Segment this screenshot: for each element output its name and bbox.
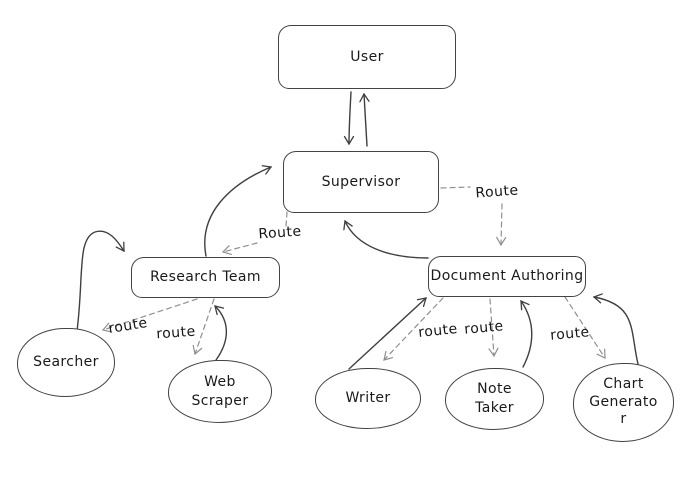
node-research-team: Research Team [131, 257, 280, 298]
node-supervisor: Supervisor [283, 151, 439, 213]
edge-label-supervisor-research-team: Route [257, 223, 303, 243]
node-searcher-label: Searcher [33, 354, 99, 371]
node-note-taker: Note Taker [445, 368, 544, 430]
node-chart-generator: Chart Generato r [573, 363, 674, 442]
node-document-authoring-label: Document Authoring [430, 268, 584, 285]
edge-document-authoring-to-supervisor [343, 219, 429, 259]
edge-research-team-to-web-scraper-dashed [192, 298, 215, 356]
node-writer: Writer [315, 368, 421, 429]
edge-document-authoring-to-chart-generator-dashed [564, 296, 606, 359]
edge-supervisor-to-document-authoring-dashed-1 [440, 186, 471, 189]
edge-note-taker-to-document-authoring [520, 299, 533, 368]
edge-user-to-supervisor [343, 91, 355, 146]
node-document-authoring: Document Authoring [428, 256, 586, 297]
node-chart-generator-label: Chart Generato r [589, 376, 658, 428]
node-web-scraper: Web Scraper [168, 360, 272, 423]
edge-label-research-team-web-scraper: route [155, 323, 197, 343]
node-writer-label: Writer [345, 390, 391, 407]
node-user: User [278, 25, 456, 89]
node-web-scraper-label: Web Scraper [191, 373, 249, 409]
edge-supervisor-to-research-team-dashed-2 [221, 242, 258, 256]
edge-research-team-to-searcher-dashed [101, 298, 198, 333]
edge-supervisor-to-user [359, 92, 370, 147]
edge-supervisor-to-research-team-dashed-1 [285, 211, 288, 227]
edge-document-authoring-to-writer-dashed [383, 297, 444, 361]
edge-document-authoring-to-note-taker-dashed [488, 298, 499, 358]
edge-label-supervisor-document-authoring: Route [474, 182, 520, 202]
edge-web-scraper-to-research-team [214, 305, 227, 361]
edge-chart-generator-to-document-authoring [592, 293, 639, 365]
edge-searcher-to-research-team [76, 230, 125, 332]
node-user-label: User [350, 48, 384, 65]
node-searcher: Searcher [17, 328, 115, 397]
edge-research-team-to-supervisor [204, 165, 273, 257]
node-supervisor-label: Supervisor [321, 173, 401, 190]
node-research-team-label: Research Team [150, 269, 261, 286]
edge-writer-to-document-authoring [348, 297, 427, 370]
node-note-taker-label: Note Taker [475, 381, 514, 416]
edge-label-document-authoring-note-taker: route [463, 318, 505, 338]
edge-label-document-authoring-chart-generator: route [549, 324, 591, 344]
edge-supervisor-to-document-authoring-dashed-2 [496, 203, 507, 247]
